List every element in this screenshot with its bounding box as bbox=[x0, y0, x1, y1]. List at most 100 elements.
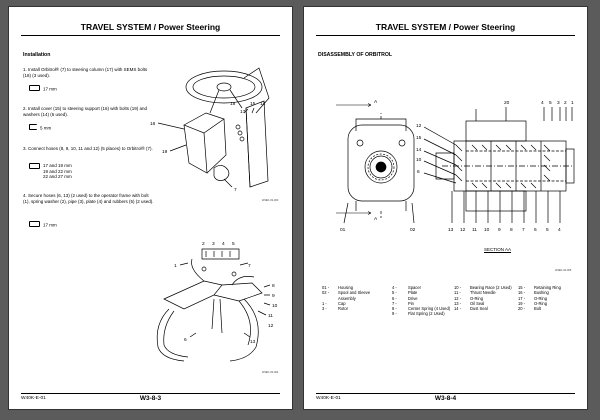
legend-item: 5 -Plate bbox=[392, 290, 418, 296]
arrow-label-bottom: A bbox=[374, 216, 378, 222]
fig2-code: W4EK-03-004 bbox=[262, 371, 279, 374]
label-top-2: 2 bbox=[564, 100, 567, 106]
legend-item: 7 -Pin bbox=[392, 300, 414, 306]
legend-item: 4 -Spacer bbox=[392, 285, 421, 290]
label-20: 20 bbox=[504, 100, 510, 106]
left-page-header: TRAVEL SYSTEM / Power Steering bbox=[21, 21, 280, 36]
fig1-label-18: 18 bbox=[230, 101, 236, 107]
right-page-header: TRAVEL SYSTEM / Power Steering bbox=[316, 21, 575, 36]
label-top-3: 3 bbox=[557, 100, 560, 106]
fig2-label-1: 1 bbox=[174, 263, 177, 269]
disassembly-heading: DISASSEMBLY OF ORBITROL bbox=[318, 52, 393, 58]
legend-column-1: 01 -Housing 02 -Spool and Sleeve Assembl… bbox=[322, 285, 370, 311]
wrench-icon bbox=[29, 85, 40, 91]
fig1-label-19: 19 bbox=[162, 149, 168, 155]
fig1-code: W4EK-03-003 bbox=[262, 199, 279, 202]
wrench-icon bbox=[29, 221, 40, 227]
fig1-label-7: 7 bbox=[234, 187, 237, 193]
step-1-text: 1. Install Orbitrol® (7) to steering col… bbox=[23, 67, 148, 78]
label-top-4: 4 bbox=[541, 100, 544, 106]
label-left-6: 6 bbox=[417, 169, 420, 175]
right-footer-code: W40K-E-01 bbox=[316, 396, 341, 401]
label-top-1: 1 bbox=[571, 100, 574, 106]
legend-item: 10 -Bearing Race (2 Used) bbox=[454, 285, 512, 290]
legend-item: 16 -Bushing bbox=[518, 290, 549, 296]
label-bottom-8: 8 bbox=[510, 227, 513, 233]
right-page: TRAVEL SYSTEM / Power Steering DISASSEMB… bbox=[303, 6, 588, 410]
fig2-label-6: 6 bbox=[184, 337, 187, 343]
label-02: 02 bbox=[410, 227, 416, 233]
fig2-label-7: 7 bbox=[248, 263, 251, 269]
fig1-label-17: 17 bbox=[240, 109, 246, 115]
section-aa-label: SECTION AA bbox=[484, 247, 512, 252]
hex-key-icon bbox=[29, 124, 37, 130]
wrench-icon bbox=[29, 163, 40, 169]
step-2-tool: 5 mm bbox=[29, 124, 51, 131]
label-left-10: 10 bbox=[416, 157, 422, 163]
label-bottom-6: 6 bbox=[534, 227, 537, 233]
label-bottom-4: 4 bbox=[558, 227, 561, 233]
label-bottom-10: 10 bbox=[484, 227, 490, 233]
left-page: TRAVEL SYSTEM / Power Steering Installat… bbox=[8, 6, 293, 410]
label-top-5: 5 bbox=[549, 100, 552, 106]
legend-column-3: 10 -Bearing Race (2 Used) 11 -Thrust Nee… bbox=[454, 285, 512, 311]
left-footer-rule bbox=[21, 393, 280, 394]
orbitrol-figure-code: W4EK-03-005 bbox=[555, 269, 572, 272]
label-bottom-9: 9 bbox=[498, 227, 501, 233]
legend-item: 02 -Spool and Sleeve bbox=[322, 290, 371, 296]
legend-column-4: 15 -Retaining Ring 16 -Bushing 17 -O-Rin… bbox=[518, 285, 561, 311]
hose-routing-figure: 2 3 4 5 1 7 8 9 10 11 12 6 13 bbox=[156, 241, 278, 362]
legend-item: 12 -O-Ring bbox=[454, 295, 483, 301]
step-3-text: 3. Connect hoses (8, 9, 10, 11 and 12) (… bbox=[23, 146, 153, 151]
left-page-number: W3-8-3 bbox=[139, 395, 162, 402]
label-left-14: 14 bbox=[416, 147, 422, 153]
legend-item: 6 -Drive bbox=[392, 295, 418, 301]
legend-item: 3 -Rotor bbox=[322, 306, 349, 312]
fig2-label-10: 10 bbox=[272, 303, 278, 309]
fig1-label-16: 16 bbox=[150, 121, 156, 127]
label-01: 01 bbox=[340, 227, 346, 233]
label-bottom-11: 11 bbox=[472, 227, 477, 233]
legend-item: 1 -Cap bbox=[322, 300, 346, 306]
legend-item: 15 -Retaining Ring bbox=[518, 285, 561, 290]
legend-item: 13 -Oil Seal bbox=[454, 300, 485, 306]
fig2-label-3: 3 bbox=[212, 241, 215, 247]
steering-column-figure: 16 17 18 15 14 19 7 bbox=[150, 67, 270, 193]
fig2-label-11: 11 bbox=[268, 313, 273, 319]
step-4-text: 4. Secure hoses (6, 13) (2 used) to the … bbox=[23, 193, 154, 204]
label-bottom-7: 7 bbox=[522, 227, 525, 233]
orbitrol-figure: A A 20 4 5 3 2 1 12 15 14 10 6 01 02 13 … bbox=[336, 99, 575, 233]
fig2-label-12: 12 bbox=[268, 323, 274, 329]
left-footer-code: W40K-E-01 bbox=[21, 396, 46, 401]
fig2-label-4: 4 bbox=[222, 241, 225, 247]
label-left-15: 15 bbox=[416, 135, 422, 141]
fig1-label-14: 14 bbox=[260, 101, 266, 107]
legend-item: 19 -O-Ring bbox=[518, 300, 547, 306]
label-bottom-13: 13 bbox=[448, 227, 454, 233]
fig1-label-15: 15 bbox=[250, 101, 256, 107]
step-2-text: 2. Install cover (15) to steering suppor… bbox=[23, 106, 148, 117]
label-bottom-5: 5 bbox=[546, 227, 549, 233]
step-4-tool: 17 mm bbox=[29, 221, 57, 228]
legend-item: 01 -Housing bbox=[322, 285, 354, 290]
installation-heading: Installation bbox=[23, 52, 51, 58]
label-bottom-12: 12 bbox=[460, 227, 466, 233]
fig2-label-8: 8 bbox=[272, 283, 275, 289]
legend-column-2: 4 -Spacer 5 -Plate 6 -Drive 7 -Pin 8 -Ce… bbox=[392, 285, 450, 317]
fig2-label-13: 13 bbox=[250, 339, 256, 345]
legend-item: 11 -Thrust Needle bbox=[454, 290, 496, 296]
legend-item: 14 -Dust Seal bbox=[454, 306, 488, 312]
legend-item: 20 -Bolt bbox=[518, 306, 542, 312]
fig2-label-2: 2 bbox=[202, 241, 205, 247]
legend-item: Assembly bbox=[338, 295, 356, 301]
arrow-label-top: A bbox=[374, 99, 378, 105]
legend-item: 17 -O-Ring bbox=[518, 295, 547, 301]
legend-item: 8 -Center Spring (4 Used) bbox=[392, 306, 451, 312]
right-footer-rule bbox=[316, 393, 575, 394]
label-left-12: 12 bbox=[416, 123, 422, 129]
step-1-tool: 17 mm bbox=[29, 85, 57, 92]
fig2-label-9: 9 bbox=[272, 293, 275, 299]
fig2-label-5: 5 bbox=[232, 241, 235, 247]
legend-item: 9 -Flat Spring (2 Used) bbox=[392, 311, 445, 317]
